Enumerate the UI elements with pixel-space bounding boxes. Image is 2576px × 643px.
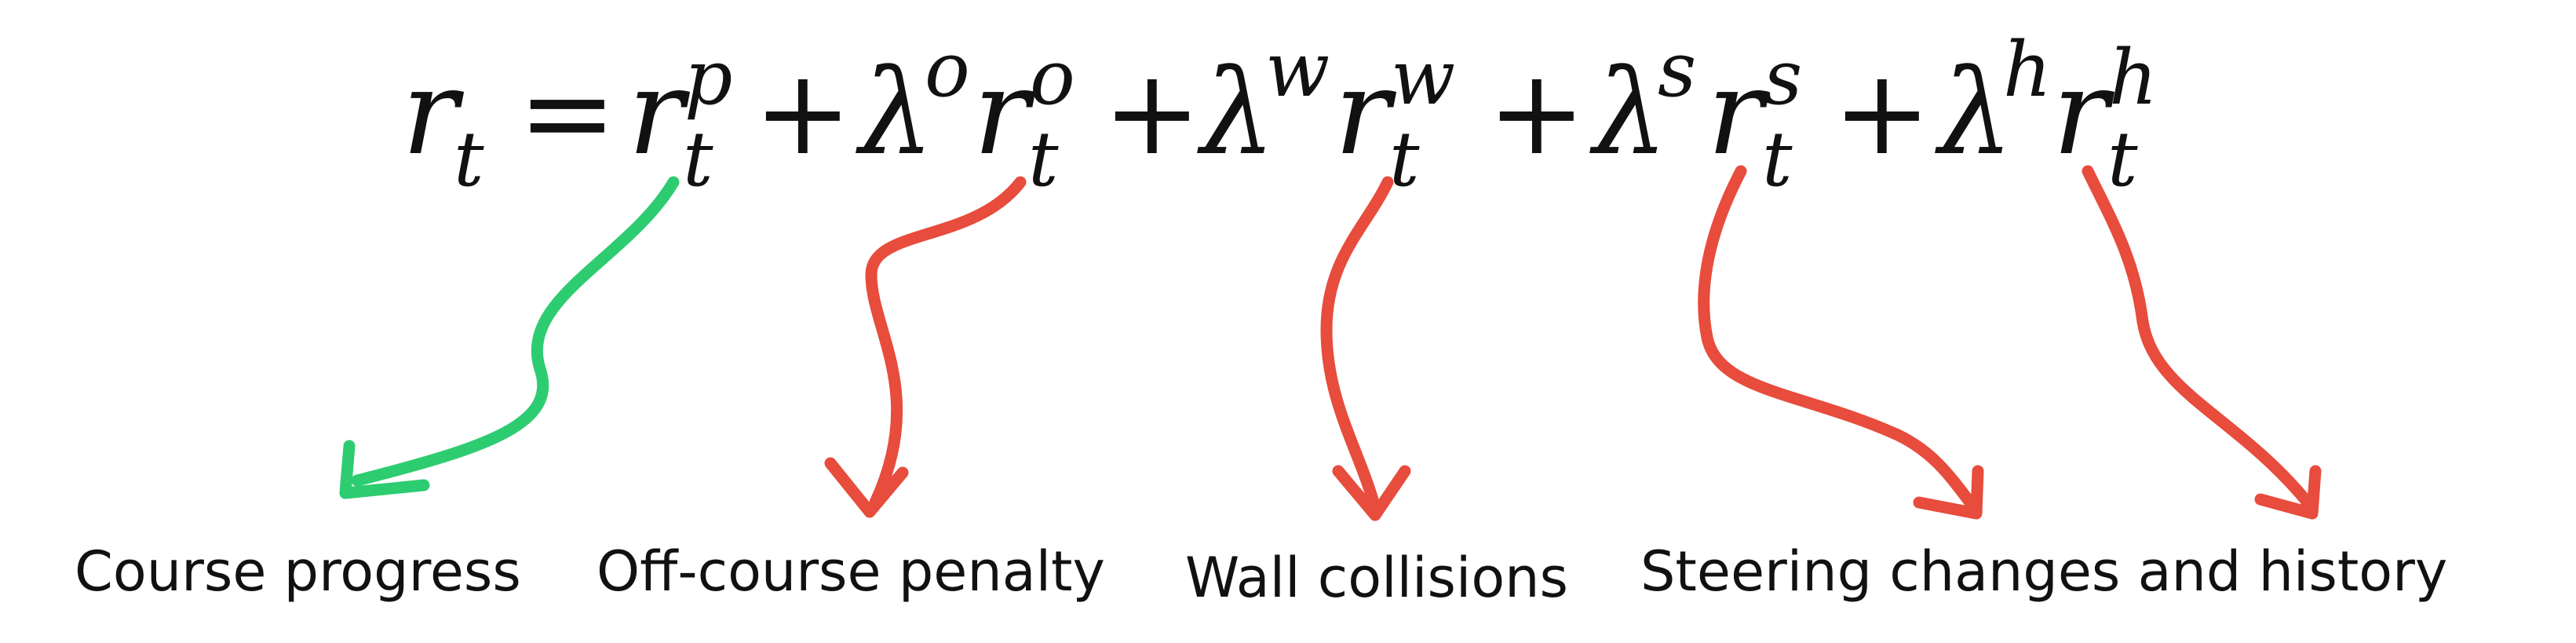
term-wall-coef: λ — [1197, 45, 1275, 181]
term-wall-coef-sup: w — [1265, 26, 1330, 114]
arrowhead-history — [2254, 465, 2322, 520]
term-offcourse-base: r — [973, 45, 1036, 181]
term-history-sub: t — [2107, 115, 2138, 203]
term-history-coef: λ — [1935, 45, 2013, 181]
arrowhead-steering-changes — [1913, 465, 1984, 520]
term-progress-base: r — [628, 45, 691, 181]
arrowhead-wall-collisions — [1332, 465, 1411, 521]
plus-sign-2: + — [1103, 45, 1202, 181]
equals-sign: = — [518, 45, 617, 181]
term-history-sup: h — [2109, 34, 2158, 122]
arrowhead-offcourse-penalty — [824, 457, 909, 518]
term-steering-coef-sup: s — [1658, 26, 1696, 114]
term-history-base: r — [2052, 45, 2115, 181]
plus-sign-1: + — [753, 45, 852, 181]
term-progress-sub: t — [683, 115, 713, 203]
term-history-coef-sup: h — [2003, 26, 2052, 114]
label-steering-history: Steering changes and history — [1640, 539, 2447, 604]
term-steering-sub: t — [1762, 115, 1793, 203]
arrow-history — [2082, 165, 2314, 509]
labels: Course progress Off-course penalty Wall … — [75, 539, 2447, 610]
term-steering-base: r — [1707, 45, 1770, 181]
arrow-wall-collisions — [1320, 176, 1394, 509]
label-course-progress: Course progress — [75, 539, 521, 604]
term-offcourse-coef: λ — [856, 45, 934, 181]
term-wall-sub: t — [1389, 115, 1420, 203]
term-progress-sup: p — [684, 34, 732, 122]
arrows — [339, 165, 2322, 521]
lhs-sub: t — [454, 115, 484, 203]
arrow-course-progress — [351, 176, 680, 487]
term-offcourse-sub: t — [1028, 115, 1059, 203]
term-steering-sup: s — [1764, 34, 1802, 122]
term-steering-coef: λ — [1589, 45, 1668, 181]
arrowhead-course-progress — [339, 440, 430, 499]
arrow-offcourse-penalty — [865, 176, 1027, 509]
term-wall-sup: w — [1391, 34, 1455, 122]
lhs-base: r — [402, 45, 465, 181]
label-wall-collisions: Wall collisions — [1185, 546, 1568, 610]
reward-equation: r t = r p t + λ o r o t + λ w r w t + λ … — [402, 26, 2158, 203]
term-wall-base: r — [1334, 45, 1397, 181]
plus-sign-3: + — [1487, 45, 1586, 181]
plus-sign-4: + — [1833, 45, 1932, 181]
label-offcourse-penalty: Off-course penalty — [597, 539, 1105, 604]
term-offcourse-sup: o — [1030, 34, 1075, 122]
arrow-steering-changes — [1698, 165, 1976, 509]
term-offcourse-coef-sup: o — [925, 26, 970, 114]
